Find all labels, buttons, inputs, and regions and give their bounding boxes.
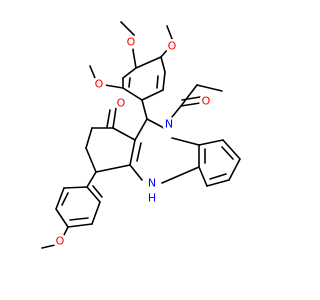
bond: [171, 137, 200, 146]
bond: [92, 185, 103, 198]
bond: [161, 166, 200, 184]
bond: [86, 171, 97, 188]
bond: [41, 244, 56, 249]
bond: [209, 173, 227, 180]
molecule-canvas: O O O O O N N H O: [41, 21, 241, 249]
bond: [63, 186, 88, 189]
ketone-oxygen-atom: O: [117, 97, 126, 110]
bond: [181, 96, 201, 101]
bond: [95, 164, 131, 173]
bond: [162, 71, 166, 91]
bond: [128, 77, 131, 88]
bond: [112, 107, 117, 129]
bond: [171, 105, 182, 118]
bond: [86, 186, 101, 203]
bond: [135, 56, 162, 69]
bond: [104, 84, 124, 89]
bond: [136, 142, 142, 162]
bond: [122, 67, 137, 79]
bond: [129, 164, 143, 181]
bond: [180, 84, 198, 107]
bond: [122, 87, 143, 101]
bond: [85, 127, 93, 149]
bond: [120, 21, 135, 36]
amide-nitrogen-atom: N: [165, 118, 173, 131]
oxygen-atom: O: [95, 78, 104, 91]
bond: [196, 84, 223, 92]
oxygen-atom: O: [168, 40, 177, 53]
bond: [228, 158, 241, 181]
bond: [198, 139, 224, 146]
aryl-oxygen-atom: O: [56, 235, 65, 248]
bond: [85, 147, 97, 173]
bond: [132, 49, 137, 69]
bond: [69, 217, 89, 221]
bond: [134, 118, 148, 141]
bond: [129, 139, 136, 166]
bond: [221, 146, 234, 160]
bond: [61, 192, 69, 206]
bonds: [41, 21, 241, 249]
bond: [89, 65, 96, 79]
bond: [198, 166, 208, 187]
amine-nitrogen-atom: N: [148, 177, 156, 190]
bond: [67, 223, 93, 228]
bond: [91, 201, 101, 225]
bond: [206, 179, 230, 187]
oxygen-atom: O: [127, 36, 136, 49]
bond: [180, 102, 201, 107]
bond: [146, 118, 165, 129]
bond: [141, 99, 148, 120]
bond: [55, 208, 69, 228]
amide-oxygen-atom: O: [202, 95, 211, 108]
bond: [112, 127, 136, 141]
bond: [106, 109, 111, 128]
bond: [63, 226, 69, 236]
structure-diagram: O O O O O N N H O: [41, 21, 241, 249]
bond: [156, 75, 159, 89]
bond: [160, 56, 166, 73]
amine-hydrogen-atom: H: [148, 192, 156, 205]
bond: [55, 187, 65, 210]
atom-labels: O O O O O N N H O: [53, 35, 213, 248]
bond: [222, 139, 241, 160]
bond: [141, 89, 164, 101]
